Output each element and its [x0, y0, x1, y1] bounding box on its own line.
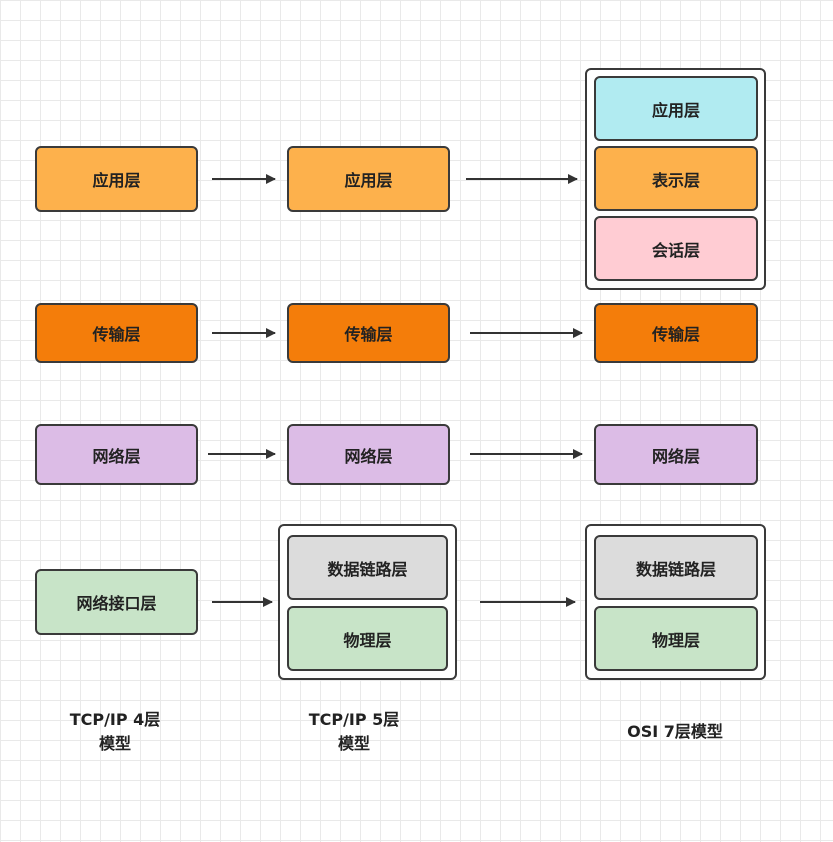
- tcpip5-network-layer: 网络层: [287, 424, 450, 485]
- osi7-physical-layer: 物理层: [594, 606, 758, 671]
- tcpip4-caption-line1: TCP/IP 4层: [69, 710, 161, 729]
- tcpip5-application-layer: 应用层: [287, 146, 450, 212]
- osi7-caption: OSI 7层模型: [590, 720, 760, 744]
- osi7-data-link-layer: 数据链路层: [594, 535, 758, 600]
- tcpip4-transport-layer: 传输层: [35, 303, 198, 363]
- osi7-network-layer: 网络层: [594, 424, 758, 485]
- osi7-caption-text: OSI 7层模型: [627, 722, 723, 741]
- osi7-transport-layer: 传输层: [594, 303, 758, 363]
- tcpip4-caption: TCP/IP 4层 模型: [35, 708, 195, 756]
- tcpip5-data-link-layer: 数据链路层: [287, 535, 448, 600]
- tcpip5-caption-line1: TCP/IP 5层: [308, 710, 400, 729]
- tcpip4-network-interface-layer: 网络接口层: [35, 569, 198, 635]
- tcpip5-transport-layer: 传输层: [287, 303, 450, 363]
- tcpip4-network-layer: 网络层: [35, 424, 198, 485]
- osi7-presentation-layer: 表示层: [594, 146, 758, 211]
- osi7-application-layer: 应用层: [594, 76, 758, 141]
- tcpip4-caption-line2: 模型: [98, 734, 131, 753]
- tcpip5-caption: TCP/IP 5层 模型: [274, 708, 434, 756]
- osi7-session-layer: 会话层: [594, 216, 758, 281]
- tcpip5-caption-line2: 模型: [337, 734, 370, 753]
- tcpip4-application-layer: 应用层: [35, 146, 198, 212]
- tcpip5-physical-layer: 物理层: [287, 606, 448, 671]
